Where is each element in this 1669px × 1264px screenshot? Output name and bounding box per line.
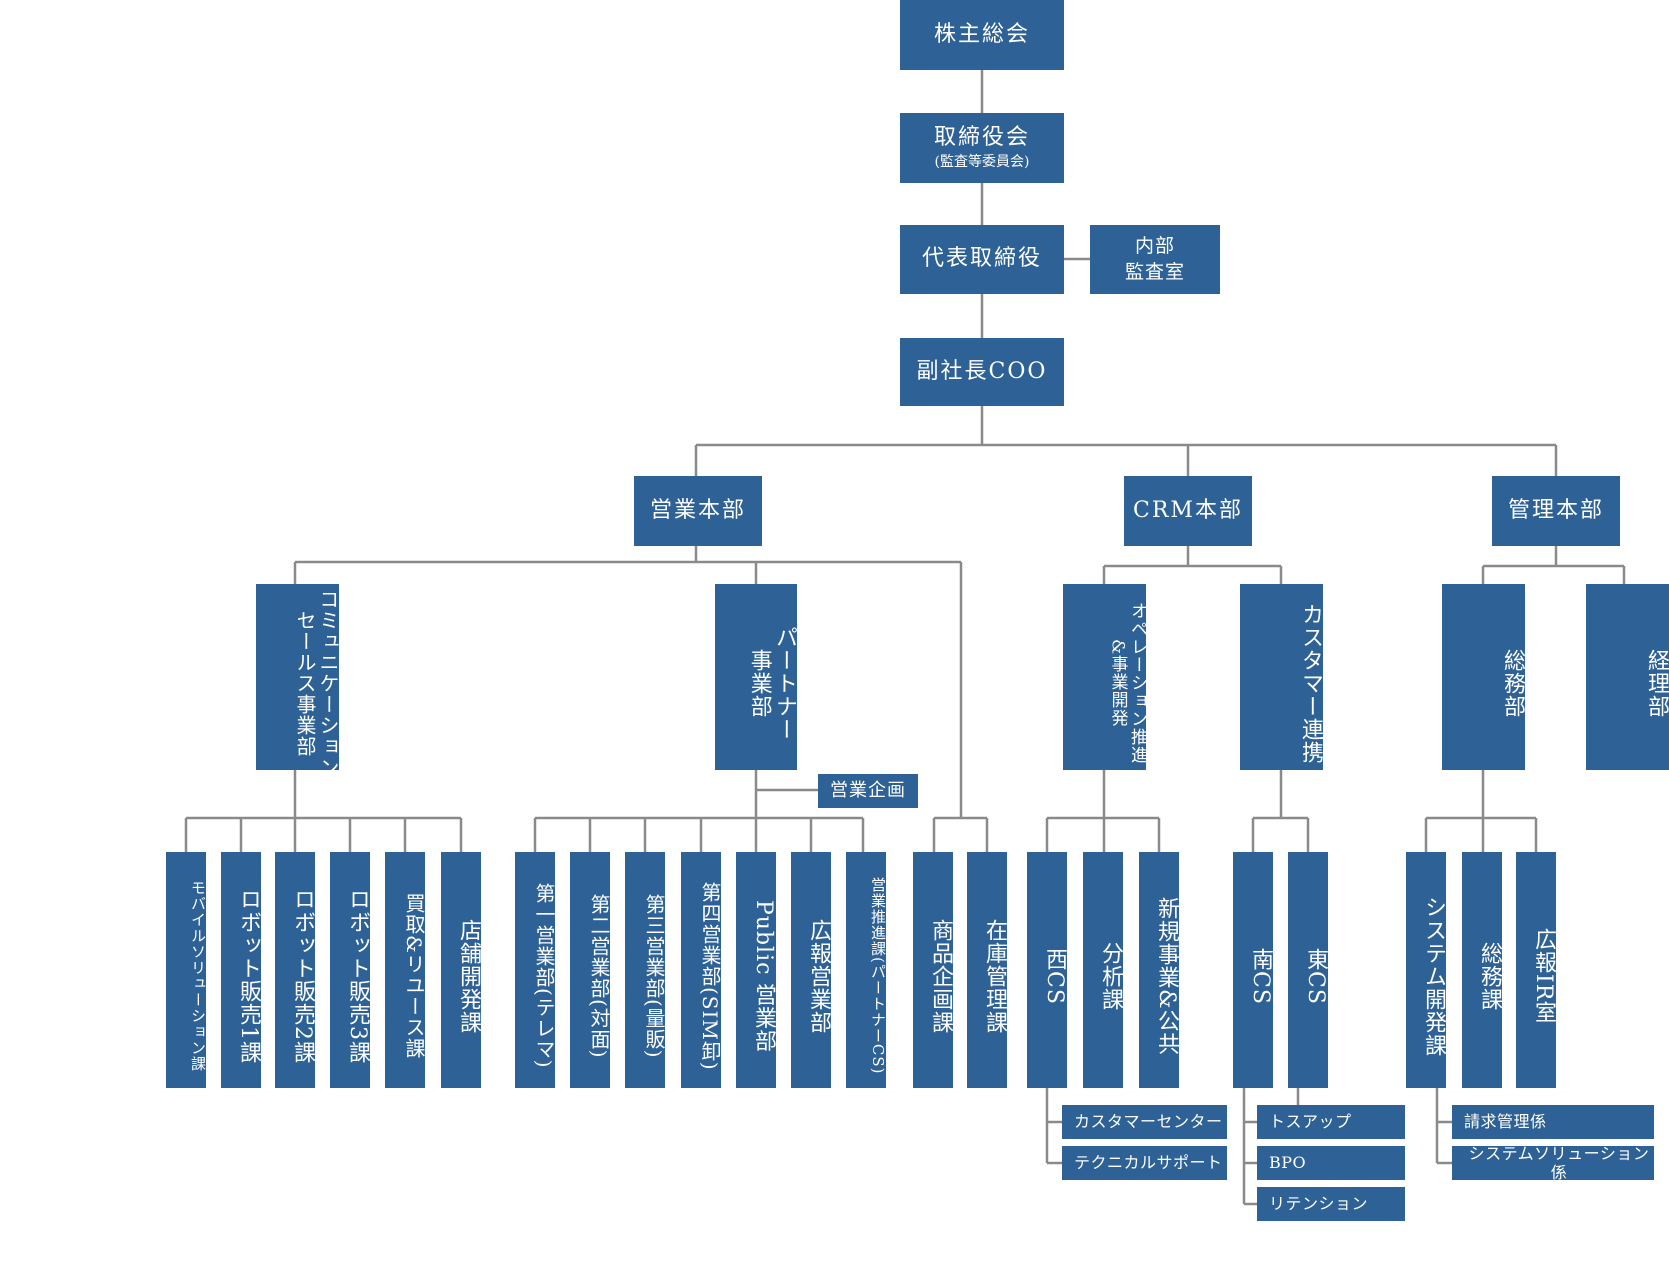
section-west-cs-label: 西CS: [1042, 947, 1067, 1005]
customer-relations-dept-label: カスタマー連携: [1298, 602, 1323, 764]
internal-audit-label-2: 監査室: [1124, 260, 1185, 283]
admin-division-label: 管理本部: [1507, 497, 1604, 523]
unit-system-solution-box: システムソリューション係: [1452, 1143, 1654, 1182]
internal-audit-box: 内部 監査室: [1090, 225, 1220, 294]
section-south-cs-box: 南CS: [1233, 852, 1273, 1088]
section-sales4-label: 第四営業部(SIM卸): [698, 881, 722, 1071]
admin-division-box: 管理本部: [1492, 476, 1620, 546]
section-pr-ir-label: 広報IR室: [1531, 927, 1556, 1025]
section-pr-ir-box: 広報IR室: [1516, 852, 1556, 1088]
section-promo-box: 営業推進課(パートナーCS): [846, 852, 887, 1088]
section-robot2-label: ロボット販売2課: [290, 888, 315, 1064]
section-east-cs-label: 東CS: [1303, 947, 1328, 1005]
section-product-planning-label: 商品企画課: [928, 918, 953, 1034]
section-store-box: 店舗開発課: [441, 852, 481, 1088]
crm-division-label: CRM本部: [1133, 497, 1243, 523]
section-robot3-box: ロボット販売3課: [330, 852, 370, 1088]
unit-bpo-label: BPO: [1269, 1153, 1307, 1173]
section-pr-sales-box: 広報営業部: [791, 852, 831, 1088]
internal-audit-label-1: 内部: [1134, 234, 1175, 257]
unit-tech-support-box: テクニカルサポート: [1062, 1146, 1227, 1180]
section-sales2-box: 第二営業部(対面): [570, 852, 611, 1088]
ceo-label: 代表取締役: [921, 246, 1042, 272]
board-label: 取締役会: [933, 125, 1030, 151]
section-west-cs-box: 西CS: [1027, 852, 1067, 1088]
shareholders-meeting-box: 株主総会: [900, 0, 1064, 70]
section-sales2-label: 第二営業部(対面): [587, 893, 611, 1059]
section-south-cs-label: 南CS: [1248, 947, 1273, 1005]
unit-billing-box: 請求管理係: [1452, 1105, 1654, 1139]
section-store-label: 店舗開発課: [456, 918, 481, 1034]
ops-dept-label: オペレーション推進 &事業開発: [1107, 602, 1147, 764]
ceo-box: 代表取締役: [900, 225, 1064, 294]
ops-dept-box: オペレーション推進 &事業開発: [1063, 584, 1147, 770]
unit-customer-center-box: カスタマーセンター: [1062, 1105, 1227, 1139]
section-sales1-label: 第一営業部(テレマ): [532, 883, 556, 1069]
unit-bpo-box: BPO: [1257, 1146, 1405, 1180]
section-pr-sales-label: 広報営業部: [806, 918, 831, 1034]
section-buyback-box: 買取&リユース課: [385, 852, 426, 1088]
section-general-affairs-label: 総務課: [1477, 941, 1502, 1011]
board-sub-label: (監査等委員会): [934, 153, 1030, 170]
crm-division-box: CRM本部: [1124, 476, 1252, 546]
section-analysis-box: 分析課: [1083, 852, 1123, 1088]
section-robot1-label: ロボット販売1課: [236, 888, 261, 1064]
coo-label: 副社長COO: [916, 358, 1048, 384]
comm-sales-dept-label: コミュニケーション セールス事業部: [293, 588, 340, 778]
section-buyback-label: 買取&リユース課: [402, 893, 426, 1059]
unit-toss-up-label: トスアップ: [1269, 1112, 1352, 1132]
unit-retention-label: リテンション: [1269, 1194, 1369, 1214]
partner-dept-label: パートナー 事業部: [746, 625, 797, 741]
unit-system-solution-label: システムソリューション係: [1468, 1143, 1650, 1182]
unit-customer-center-label: カスタマーセンター: [1074, 1112, 1223, 1132]
unit-toss-up-box: トスアップ: [1257, 1105, 1405, 1139]
section-east-cs-box: 東CS: [1288, 852, 1328, 1088]
general-affairs-dept-box: 総務部: [1442, 584, 1525, 770]
sales-planning-box: 営業企画: [818, 774, 918, 808]
section-sales3-box: 第三営業部(量販): [625, 852, 666, 1088]
coo-box: 副社長COO: [900, 338, 1064, 406]
sales-division-box: 営業本部: [634, 476, 762, 546]
section-product-planning-box: 商品企画課: [913, 852, 953, 1088]
accounting-dept-label: 経理部: [1644, 648, 1669, 718]
unit-billing-label: 請求管理係: [1464, 1112, 1547, 1132]
section-system-dev-label: システム開発課: [1421, 895, 1446, 1057]
sales-division-label: 営業本部: [649, 497, 746, 523]
shareholders-meeting-label: 株主総会: [933, 21, 1030, 47]
section-system-dev-box: システム開発課: [1406, 852, 1446, 1088]
section-sales4-box: 第四営業部(SIM卸): [681, 852, 722, 1088]
section-analysis-label: 分析課: [1098, 941, 1123, 1011]
section-robot1-box: ロボット販売1課: [221, 852, 261, 1088]
section-inventory-box: 在庫管理課: [967, 852, 1007, 1088]
partner-dept-box: パートナー 事業部: [715, 584, 797, 770]
section-public-box: Public 営業部: [736, 852, 776, 1088]
comm-sales-dept-box: コミュニケーション セールス事業部: [256, 584, 340, 778]
section-new-business-box: 新規事業&公共: [1139, 852, 1179, 1088]
section-sales3-label: 第三営業部(量販): [642, 893, 666, 1059]
section-public-label: Public 営業部: [751, 899, 776, 1053]
customer-relations-dept-box: カスタマー連携: [1240, 584, 1323, 770]
accounting-dept-box: 経理部: [1586, 584, 1669, 770]
sales-planning-label: 営業企画: [830, 780, 906, 802]
board-box: 取締役会 (監査等委員会): [900, 113, 1064, 183]
general-affairs-dept-label: 総務部: [1500, 648, 1525, 718]
section-promo-label: 営業推進課(パートナーCS): [869, 877, 887, 1075]
section-mobile-box: モバイルソリューション課: [166, 852, 207, 1088]
section-sales1-box: 第一営業部(テレマ): [515, 852, 556, 1088]
section-robot2-box: ロボット販売2課: [275, 852, 315, 1088]
unit-retention-box: リテンション: [1257, 1187, 1405, 1221]
section-mobile-label: モバイルソリューション課: [189, 880, 207, 1072]
unit-tech-support-label: テクニカルサポート: [1074, 1153, 1223, 1173]
section-new-business-label: 新規事業&公共: [1154, 896, 1179, 1056]
section-general-affairs-box: 総務課: [1462, 852, 1502, 1088]
section-robot3-label: ロボット販売3課: [345, 888, 370, 1064]
section-inventory-label: 在庫管理課: [982, 918, 1007, 1034]
